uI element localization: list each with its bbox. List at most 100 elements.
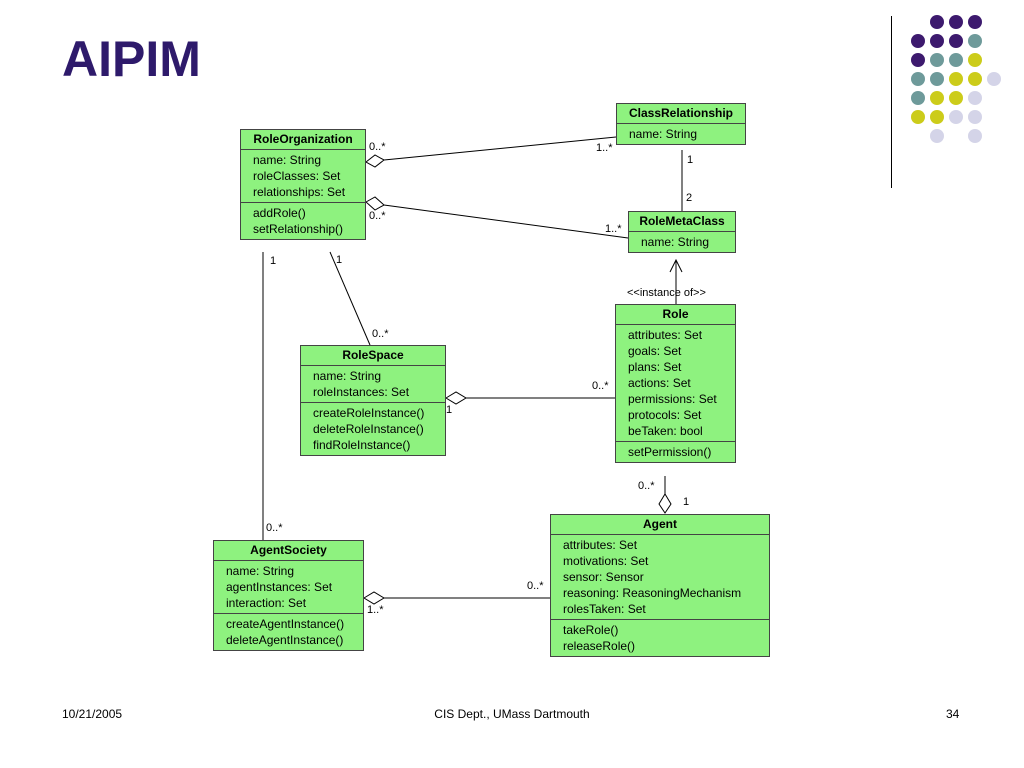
decorative-dot [930, 110, 944, 124]
decorative-dot [949, 53, 963, 67]
multiplicity-label: 0..* [372, 328, 389, 340]
decorative-dot [949, 110, 963, 124]
multiplicity-label: 2 [686, 192, 693, 204]
class-attribute: goals: Set [628, 344, 682, 358]
class-attribute: reasoning: ReasoningMechanism [563, 586, 742, 600]
decorative-dot [930, 34, 944, 48]
operations-section: takeRole() releaseRole() [551, 620, 769, 656]
assoc-roleorganization-classrelationship [383, 136, 617, 161]
assoc-roleorganization-rolemetaclass [383, 204, 629, 239]
class-attribute: beTaken: bool [628, 424, 703, 438]
multiplicity-label: 1 [270, 255, 277, 267]
class-attribute: name: String [629, 127, 698, 141]
class-attribute: permissions: Set [628, 392, 717, 406]
class-name: RoleOrganization [241, 130, 365, 150]
decorative-dot [949, 15, 963, 29]
class-attribute: relationships: Set [253, 185, 346, 199]
diagram-connectors [262, 136, 683, 605]
decorative-dot [930, 53, 944, 67]
class-attribute: motivations: Set [563, 554, 649, 568]
decorative-dot [949, 72, 963, 86]
decorative-dot [949, 34, 963, 48]
class-box-agent: Agent attributes: Set motivations: Set sens… [550, 514, 770, 657]
operations-section: addRole() setRelationship() [241, 203, 365, 239]
class-attribute: attributes: Set [563, 538, 638, 552]
multiplicity-label: 1..* [596, 142, 613, 154]
class-operation: setPermission() [628, 445, 712, 459]
dependency-arrowhead [669, 258, 683, 273]
decorative-dot [968, 91, 982, 105]
assoc-roleorganization-rolespace [329, 251, 371, 346]
class-attribute: rolesTaken: Set [563, 602, 646, 616]
class-operation: addRole() [253, 206, 306, 220]
class-operation: setRelationship() [253, 222, 344, 236]
slide-title: AIPIM [62, 31, 201, 87]
attributes-section: name: String agentInstances: Set interacti… [214, 561, 363, 614]
class-attribute: agentInstances: Set [226, 580, 333, 594]
decorative-dot [911, 110, 925, 124]
decorative-dot [930, 91, 944, 105]
decorative-dot [911, 34, 925, 48]
class-box-classrelationship: ClassRelationship name: String [616, 103, 746, 145]
class-operation: createRoleInstance() [313, 406, 425, 420]
multiplicity-label: 0..* [369, 210, 386, 222]
multiplicity-label: 0..* [638, 480, 655, 492]
class-attribute: attributes: Set [628, 328, 703, 342]
decorative-dot [968, 53, 982, 67]
class-operation: deleteAgentInstance() [226, 633, 344, 647]
decorative-dot [968, 110, 982, 124]
class-name: ClassRelationship [617, 104, 745, 124]
class-attribute: interaction: Set [226, 596, 307, 610]
class-name: RoleSpace [301, 346, 445, 366]
multiplicity-label: 0..* [266, 522, 283, 534]
class-operation: releaseRole() [563, 639, 636, 653]
class-operation: createAgentInstance() [226, 617, 345, 631]
decorative-dot [968, 72, 982, 86]
operations-section: createRoleInstance()deleteRoleInstance()… [301, 403, 445, 455]
footer-page-number: 34 [946, 707, 960, 721]
aggregation-diamond-agentsociety-agent [363, 591, 385, 605]
aggregation-diamond-rolespace-role [445, 391, 467, 405]
multiplicity-label: 0..* [592, 380, 609, 392]
class-attribute: plans: Set [628, 360, 682, 374]
multiplicity-label: 1 [683, 496, 690, 508]
decorative-dot-grid [911, 15, 1001, 143]
class-attribute: roleInstances: Set [313, 385, 410, 399]
decorative-divider [891, 16, 892, 188]
operations-section: createAgentInstance() deleteAgentInstance… [214, 614, 363, 650]
decorative-dot [987, 72, 1001, 86]
aggregation-diamond-roleorganization-classrelationship [365, 154, 385, 168]
decorative-dot [911, 91, 925, 105]
decorative-dot [949, 91, 963, 105]
class-name: Agent [551, 515, 769, 535]
decorative-dot [968, 129, 982, 143]
decorative-dot [930, 129, 944, 143]
class-name: RoleMetaClass [629, 212, 735, 232]
stereotype-instance-of: <<instance of>> [627, 287, 706, 299]
class-attribute: sensor: Sensor [563, 570, 644, 584]
class-attribute: name: String [226, 564, 295, 578]
footer-date: 10/21/2005 [62, 707, 123, 721]
class-name: AgentSociety [214, 541, 363, 561]
multiplicity-label: 1 [336, 254, 343, 266]
class-attribute: name: String [253, 153, 322, 167]
multiplicity-label: 1..* [367, 604, 384, 616]
decorative-dot [911, 53, 925, 67]
decorative-dot [968, 34, 982, 48]
decorative-dot [968, 15, 982, 29]
multiplicity-label: 1 [446, 404, 453, 416]
class-operation: findRoleInstance() [313, 438, 411, 452]
operations-section: setPermission() [616, 442, 735, 462]
class-name: Role [616, 305, 735, 325]
multiplicity-label: 1..* [605, 223, 622, 235]
attributes-section: name: String [629, 232, 735, 252]
class-attribute: protocols: Set [628, 408, 702, 422]
class-operation: takeRole() [563, 623, 619, 637]
attributes-section: attributes: Set motivations: Set sensor: S… [551, 535, 769, 620]
